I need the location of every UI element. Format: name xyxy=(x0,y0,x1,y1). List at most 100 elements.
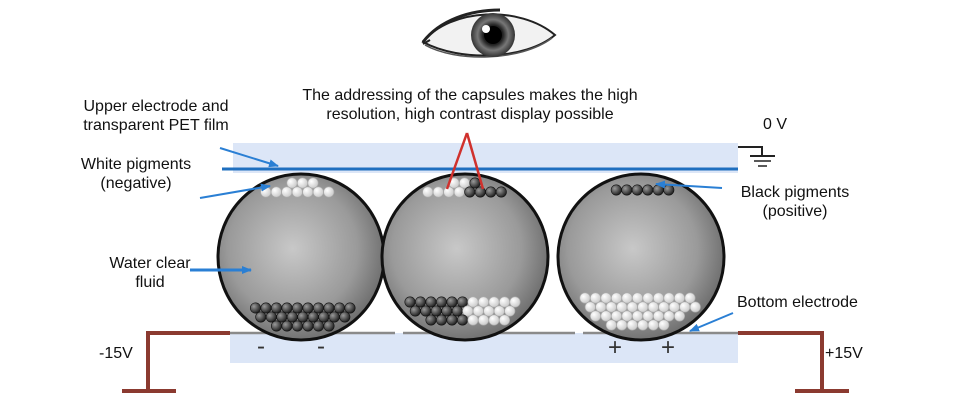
black-pigment xyxy=(456,296,468,308)
black-pigments-label-line1: Black pigments xyxy=(740,184,850,201)
black-pigment xyxy=(265,311,277,323)
black-pigment xyxy=(260,302,272,314)
black-pigment xyxy=(307,311,319,323)
white-pigment xyxy=(458,177,470,189)
black-pigment xyxy=(469,177,481,189)
white-pigment xyxy=(589,310,601,322)
capsule-middle xyxy=(380,172,550,342)
electrode-sign-2: - xyxy=(317,333,325,360)
white-pigment xyxy=(504,305,516,317)
arrow-bottom-electrode xyxy=(689,312,734,332)
white-pigment xyxy=(616,319,628,331)
white-pigment xyxy=(509,296,521,308)
white-pigment xyxy=(498,314,510,326)
plus-15v-label: +15V xyxy=(825,345,863,362)
white-pigment xyxy=(477,296,489,308)
bottom-electrode-label: Bottom electrode xyxy=(737,294,858,311)
white-pigment xyxy=(652,310,664,322)
white-pigment xyxy=(647,319,659,331)
black-pigment xyxy=(435,296,447,308)
white-pigment xyxy=(488,296,500,308)
white-pigment xyxy=(652,292,664,304)
black-pigment xyxy=(281,320,293,332)
black-pigment xyxy=(425,296,437,308)
black-pigment xyxy=(312,302,324,314)
black-pigments-label: Black pigments (positive) xyxy=(725,183,865,221)
white-pigment xyxy=(610,292,622,304)
white-pigment xyxy=(626,301,638,313)
white-pigment xyxy=(281,186,293,198)
white-pigment xyxy=(621,292,633,304)
white-pigment xyxy=(453,186,465,198)
black-pigment xyxy=(270,302,282,314)
arrow-addressing xyxy=(445,132,485,190)
black-pigment xyxy=(663,184,675,196)
black-pigment xyxy=(276,311,288,323)
white-pigment xyxy=(637,301,649,313)
white-pigment xyxy=(270,186,282,198)
white-pigments-label-line2: (negative) xyxy=(100,175,172,192)
white-pigment xyxy=(642,292,654,304)
black-pigment xyxy=(414,296,426,308)
white-pigment xyxy=(483,305,495,317)
white-pigment xyxy=(467,296,479,308)
water-fluid-label-line2: fluid xyxy=(135,274,165,291)
black-pigment xyxy=(420,305,432,317)
black-pigment xyxy=(456,314,468,326)
black-pigment xyxy=(312,320,324,332)
arrow-white-pigments xyxy=(199,183,271,199)
addressing-label: The addressing of the capsules makes the… xyxy=(250,86,690,124)
black-pigment xyxy=(404,296,416,308)
black-pigment xyxy=(495,186,507,198)
electrode-sign-1: - xyxy=(257,333,265,360)
black-pigment xyxy=(451,305,463,317)
black-pigment xyxy=(297,311,309,323)
white-pigment xyxy=(296,177,308,189)
black-pigment xyxy=(333,302,345,314)
upper-electrode-label-line1: Upper electrode and xyxy=(83,98,229,115)
white-pigment xyxy=(689,301,701,313)
white-pigment xyxy=(493,305,505,317)
black-pigment xyxy=(435,314,447,326)
white-pigment xyxy=(673,292,685,304)
white-pigment xyxy=(488,314,500,326)
black-pigment xyxy=(302,302,314,314)
black-pigment xyxy=(464,186,476,198)
black-pigments-label-line2: (positive) xyxy=(762,203,828,220)
electrode-sign-3: + xyxy=(608,334,623,361)
black-pigment xyxy=(286,311,298,323)
addressing-label-line1: The addressing of the capsules makes the… xyxy=(302,87,638,104)
white-pigments-label: White pigments (negative) xyxy=(66,155,206,193)
white-pigment xyxy=(684,292,696,304)
white-pigment xyxy=(647,301,659,313)
water-fluid-label-line1: Water clear xyxy=(109,255,191,272)
white-pigment xyxy=(595,301,607,313)
white-pigment xyxy=(323,186,335,198)
black-pigment xyxy=(610,184,622,196)
white-pigment xyxy=(631,310,643,322)
white-pigment xyxy=(286,177,298,189)
zero-volt-label: 0 V xyxy=(763,116,788,133)
addressing-label-line2: resolution, high contrast display possib… xyxy=(326,106,614,123)
white-pigment xyxy=(626,319,638,331)
white-pigment xyxy=(589,292,601,304)
water-fluid-label: Water clear fluid xyxy=(90,254,210,292)
white-pigment xyxy=(658,301,670,313)
black-pigment xyxy=(302,320,314,332)
white-pigment xyxy=(631,292,643,304)
white-pigment xyxy=(600,310,612,322)
white-pigment xyxy=(291,186,303,198)
black-pigment xyxy=(485,186,497,198)
arrow-black-pigments xyxy=(655,180,723,189)
white-pigment xyxy=(312,186,324,198)
white-pigment xyxy=(673,310,685,322)
white-pigments-label-line1: White pigments xyxy=(80,156,192,173)
black-pigment xyxy=(255,311,267,323)
black-pigment xyxy=(339,311,351,323)
capsule-left xyxy=(216,172,386,342)
black-pigment xyxy=(652,184,664,196)
white-pigment xyxy=(637,319,649,331)
black-pigment xyxy=(291,302,303,314)
arrow-upper-electrode xyxy=(219,147,279,168)
